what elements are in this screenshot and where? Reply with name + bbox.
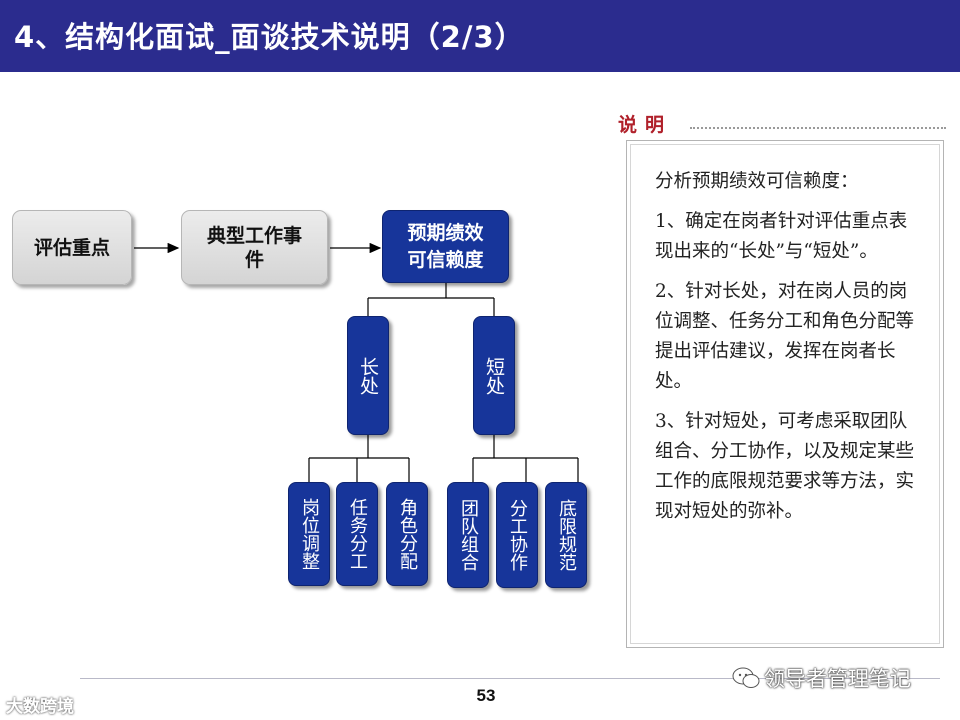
notes-panel: 分析预期绩效可信赖度： 1、确定在岗者针对评估重点表现出来的“长处”与“短处”。…	[626, 140, 944, 648]
box-role-assignment: 角色分配	[386, 482, 428, 586]
box-assessment-focus-label: 评估重点	[33, 236, 110, 259]
notes-paragraph-2: 2、针对长处，对在岗人员的岗位调整、任务分工和角色分配等提出评估建议，发挥在岗者…	[655, 281, 915, 392]
box-main-line-1: 预期绩效	[407, 221, 484, 244]
box-team-composition-label: 团队组合	[458, 499, 479, 571]
page-title: 4、结构化面试_面谈技术说明（2/3）	[14, 20, 525, 54]
tree-lines-weaknesses	[472, 435, 579, 482]
notes-divider	[690, 127, 946, 129]
box-strengths: 长处	[347, 316, 389, 435]
box-job-adjustment: 岗位调整	[288, 482, 330, 586]
box-baseline-norms-label: 底限规范	[556, 499, 577, 571]
notes-paragraph-intro: 分析预期绩效可信赖度：	[655, 171, 859, 192]
tree-lines-strengths	[308, 435, 410, 482]
box-expected-performance-reliability: 预期绩效 可信赖度	[382, 210, 509, 283]
watermark-right-text: 领导者管理笔记	[764, 667, 911, 691]
box-weaknesses: 短处	[473, 316, 515, 435]
page-number: 53	[476, 686, 496, 705]
box-typical-work-event-line-1: 典型工作事	[206, 224, 302, 247]
box-task-division-label: 任务分工	[347, 498, 368, 570]
box-main-line-2: 可信赖度	[407, 248, 484, 271]
footer-divider	[80, 678, 940, 679]
box-typical-work-event: 典型工作事 件	[181, 210, 328, 285]
notes-paragraph-3: 3、针对短处，可考虑采取团队组合、分工协作，以及规定某些工作的底限规范要求等方法…	[655, 411, 915, 522]
notes-paragraph-1: 1、确定在岗者针对评估重点表现出来的“长处”与“短处”。	[655, 211, 908, 262]
wechat-icon	[732, 667, 760, 688]
tree-lines-main	[367, 283, 495, 316]
box-strengths-label: 长处	[357, 356, 379, 395]
watermark-left: 大数跨境	[6, 697, 74, 717]
box-weaknesses-label: 短处	[483, 356, 505, 395]
box-team-composition: 团队组合	[447, 482, 489, 588]
box-assessment-focus: 评估重点	[12, 210, 132, 285]
title-bar: 4、结构化面试_面谈技术说明（2/3）	[0, 0, 960, 72]
box-baseline-norms: 底限规范	[545, 482, 587, 588]
box-collaboration-label: 分工协作	[507, 499, 528, 571]
box-collaboration: 分工协作	[496, 482, 538, 588]
box-role-assignment-label: 角色分配	[397, 498, 418, 570]
notes-label: 说明	[618, 114, 673, 136]
box-task-division: 任务分工	[336, 482, 378, 586]
box-job-adjustment-label: 岗位调整	[299, 498, 320, 570]
box-typical-work-event-line-2: 件	[244, 248, 264, 271]
watermark-right: 领导者管理笔记	[764, 663, 911, 693]
